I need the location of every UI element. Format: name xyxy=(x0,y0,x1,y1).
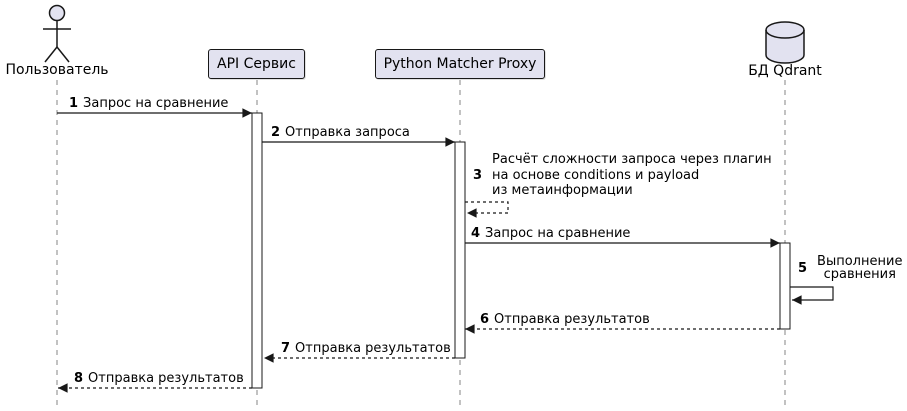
message-3-text: Расчёт сложности запроса через плагин на… xyxy=(492,152,772,198)
message-7-label: 7 Отправка результатов xyxy=(281,341,451,356)
message-7-number: 7 xyxy=(281,341,291,356)
message-8-number: 8 xyxy=(74,371,84,386)
message-5-number: 5 xyxy=(798,260,808,276)
database-icon xyxy=(765,21,805,64)
message-4-label: 4 Запрос на сравнение xyxy=(471,226,630,241)
message-8-text: Отправка результатов xyxy=(88,371,244,386)
participant-label-proxy: Python Matcher Proxy xyxy=(383,56,537,72)
actor-icon xyxy=(43,4,71,63)
participant-label-api: API Сервис xyxy=(217,56,296,72)
participant-label-qdrant: БД Qdrant xyxy=(748,63,822,79)
participant-label-user: Пользователь xyxy=(5,62,109,78)
message-1-label: 1 Запрос на сравнение xyxy=(69,96,228,111)
activation-bar-api xyxy=(251,112,263,389)
message-6-number: 6 xyxy=(480,312,490,327)
message-5-label: 5 Выполнение сравнения xyxy=(798,255,902,281)
activation-bar-proxy xyxy=(454,141,466,359)
message-7-text: Отправка результатов xyxy=(295,341,451,356)
message-3-label: 3 Расчёт сложности запроса через плагин … xyxy=(473,152,772,199)
message-6-label: 6 Отправка результатов xyxy=(480,312,650,327)
message-3-self-arrow xyxy=(465,201,509,218)
message-2-text: Отправка запроса xyxy=(285,125,410,140)
message-1-number: 1 xyxy=(69,96,79,111)
message-6-text: Отправка результатов xyxy=(494,312,650,327)
message-2-number: 2 xyxy=(271,125,281,140)
message-2-label: 2 Отправка запроса xyxy=(271,125,410,140)
message-5-text: Выполнение сравнения xyxy=(817,254,903,282)
participant-box-api: API Сервис xyxy=(208,49,305,79)
message-8-label: 8 Отправка результатов xyxy=(74,371,244,386)
message-1-text: Запрос на сравнение xyxy=(83,96,229,111)
message-3-number: 3 xyxy=(473,167,483,183)
activation-bar-qdrant xyxy=(779,242,791,330)
message-4-number: 4 xyxy=(471,226,481,241)
message-4-text: Запрос на сравнение xyxy=(485,226,631,241)
participant-box-proxy: Python Matcher Proxy xyxy=(375,49,545,79)
message-5-self-arrow xyxy=(790,286,834,305)
